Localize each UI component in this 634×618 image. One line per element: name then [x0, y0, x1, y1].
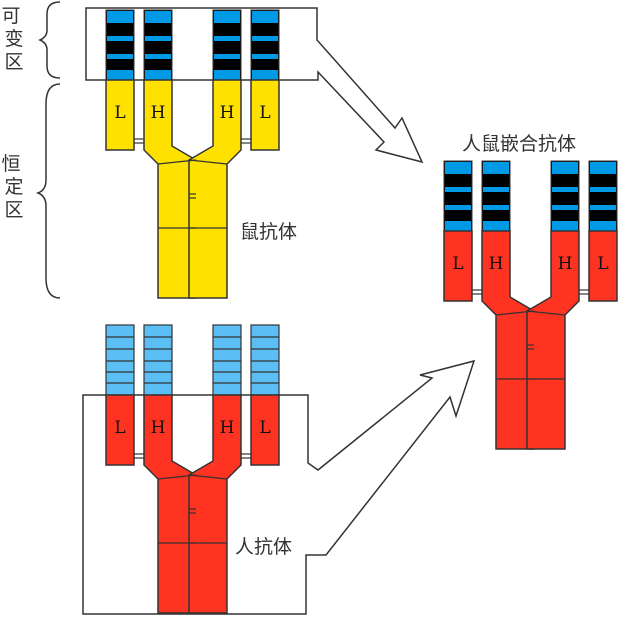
variable-block	[212, 324, 242, 396]
variable-band	[214, 36, 240, 41]
human-antibody-label: 人抗体	[235, 536, 292, 558]
heavy-chain-constant-right	[188, 394, 242, 614]
variable-band	[145, 36, 171, 41]
variable-band	[445, 187, 471, 192]
light-chain-label: L	[452, 254, 463, 274]
variable-band	[483, 205, 509, 210]
variable-region-l	[588, 160, 618, 232]
variable-region-l	[105, 324, 135, 396]
heavy-chain-constant-right	[526, 230, 580, 450]
light-chain-constant	[443, 230, 473, 302]
variable-region-h	[212, 324, 242, 396]
variable-band	[107, 36, 133, 41]
variable-region-h	[143, 324, 173, 396]
variable-block	[250, 324, 280, 396]
variable-band	[445, 221, 471, 232]
constant-region-label: 恒 定区	[1, 153, 26, 221]
variable-band	[483, 162, 509, 174]
constant-region-brace	[35, 83, 61, 299]
variable-region-l	[250, 9, 280, 81]
heavy-chain-constant-right	[188, 79, 242, 299]
hinge-line	[188, 159, 228, 165]
light-chain-constant	[105, 394, 135, 466]
light-chain-label: L	[597, 254, 608, 274]
light-chain-label: L	[114, 418, 125, 438]
heavy-chain-label: H	[220, 418, 235, 438]
variable-band	[445, 162, 471, 174]
variable-block	[105, 324, 135, 396]
variable-block	[143, 324, 173, 396]
human-constant-selection-arrow	[82, 359, 476, 615]
variable-band	[483, 187, 509, 192]
variable-band	[107, 54, 133, 59]
light-chain-constant	[250, 394, 280, 466]
variable-region-brace	[38, 1, 61, 79]
variable-band	[552, 187, 578, 192]
variable-band	[552, 162, 578, 174]
light-chain-label: L	[259, 418, 270, 438]
variable-region-h	[143, 9, 173, 81]
variable-band	[214, 54, 240, 59]
variable-band	[483, 221, 509, 232]
variable-band	[590, 205, 616, 210]
variable-band	[145, 54, 171, 59]
mouse-antibody-label: 鼠抗体	[240, 221, 297, 243]
variable-band	[145, 70, 171, 81]
heavy-chain-label: H	[220, 103, 235, 123]
variable-region-l	[105, 9, 135, 81]
variable-band	[590, 162, 616, 174]
light-chain-label: L	[114, 103, 125, 123]
variable-band	[252, 11, 278, 23]
heavy-chain-label: H	[489, 254, 504, 274]
variable-region-label: 可 变区	[1, 5, 26, 73]
light-chain-constant	[588, 230, 618, 302]
light-chain-label: L	[259, 103, 270, 123]
heavy-chain-label: H	[151, 103, 166, 123]
variable-band	[252, 36, 278, 41]
variable-region-l	[250, 324, 280, 396]
variable-region-h	[550, 160, 580, 232]
variable-band	[252, 54, 278, 59]
variable-band	[590, 187, 616, 192]
hinge-line	[526, 310, 566, 316]
variable-band	[145, 11, 171, 23]
heavy-chain-label: H	[558, 254, 573, 274]
variable-band	[590, 221, 616, 232]
variable-band	[214, 70, 240, 81]
variable-region-h	[481, 160, 511, 232]
variable-region-l	[443, 160, 473, 232]
variable-band	[445, 205, 471, 210]
variable-band	[552, 221, 578, 232]
hinge-line	[188, 474, 228, 480]
variable-band	[214, 11, 240, 23]
variable-band	[552, 205, 578, 210]
light-chain-constant	[250, 79, 280, 151]
variable-region-h	[212, 9, 242, 81]
variable-band	[107, 70, 133, 81]
variable-band	[107, 11, 133, 23]
heavy-chain-label: H	[151, 418, 166, 438]
chimeric-antibody-label: 人鼠嵌合抗体	[462, 133, 576, 155]
light-chain-constant	[105, 79, 135, 151]
variable-band	[252, 70, 278, 81]
